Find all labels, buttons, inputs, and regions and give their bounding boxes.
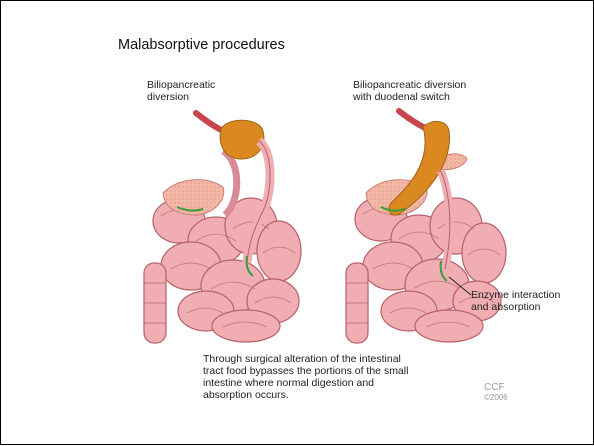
- left-small-intestine: [153, 198, 301, 342]
- slide-title: Malabsorptive procedures: [118, 37, 285, 53]
- left-esophagus: [196, 113, 223, 131]
- right-small-intestine: [355, 197, 506, 342]
- right-label-line1: Biliopancreatic diversion: [353, 79, 466, 91]
- copyright-credit: CCF ©2006: [484, 383, 508, 403]
- caption-line1: Through surgical alteration of the intes…: [203, 353, 473, 365]
- slide-caption: Through surgical alteration of the intes…: [203, 353, 473, 401]
- caption-line3: intestine where normal digestion and: [203, 377, 473, 389]
- caption-line2: tract food bypasses the portions of the …: [203, 365, 473, 377]
- caption-line4: absorption occurs.: [203, 389, 473, 401]
- callout-line2: and absorption: [471, 301, 560, 313]
- left-stomach: [220, 120, 264, 159]
- left-diagram-label: Biliopancreatic diversion: [147, 79, 215, 103]
- right-label-line2: with duodenal switch: [353, 91, 466, 103]
- right-diagram-label: Biliopancreatic diversion with duodenal …: [353, 79, 466, 103]
- credit-line1: CCF: [484, 383, 508, 393]
- left-anatomy-illustration: [144, 113, 301, 343]
- left-label-line1: Biliopancreatic: [147, 79, 215, 91]
- enzyme-callout-label: Enzyme interaction and absorption: [471, 289, 560, 313]
- callout-line1: Enzyme interaction: [471, 289, 560, 301]
- right-esophagus: [399, 111, 427, 129]
- left-label-line2: diversion: [147, 91, 215, 103]
- credit-line2: ©2006: [484, 393, 508, 403]
